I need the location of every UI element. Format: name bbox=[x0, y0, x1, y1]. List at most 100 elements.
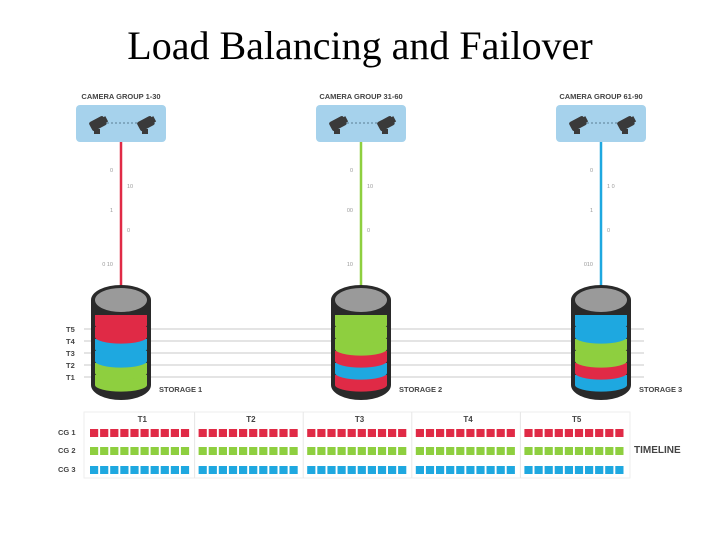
timeline-block bbox=[249, 429, 258, 437]
timeline-block bbox=[140, 429, 149, 437]
timeline-block bbox=[317, 466, 326, 474]
camera-body bbox=[89, 116, 107, 131]
camera-group-label: CAMERA GROUP 61-90 bbox=[559, 92, 642, 101]
storage-layer bbox=[95, 339, 147, 356]
time-slot-label: T1 bbox=[66, 373, 75, 382]
cctv-camera-icon bbox=[89, 116, 109, 134]
stream-label: 0 bbox=[350, 168, 353, 174]
timeline-block bbox=[425, 429, 435, 437]
timeline-block bbox=[496, 429, 505, 437]
timeline-block bbox=[130, 466, 139, 474]
camera-mount bbox=[622, 129, 628, 134]
timeline-block bbox=[534, 429, 543, 437]
timeline-block bbox=[327, 429, 336, 437]
timeline-block bbox=[327, 466, 336, 474]
timeline-block bbox=[554, 429, 563, 437]
timeline-block bbox=[377, 447, 387, 455]
storage-top-cap bbox=[575, 288, 627, 312]
timeline-block bbox=[476, 466, 485, 474]
timeline-block bbox=[415, 447, 424, 455]
camera-mount bbox=[142, 129, 148, 134]
timeline-block bbox=[279, 466, 288, 474]
timeline-block bbox=[160, 429, 169, 437]
timeline-block bbox=[347, 429, 356, 437]
timeline-block bbox=[466, 429, 475, 437]
time-slot-label: T2 bbox=[66, 361, 75, 370]
storage-layer bbox=[95, 327, 147, 344]
storage-layer bbox=[575, 351, 627, 368]
timeline-block bbox=[140, 466, 149, 474]
timeline-block bbox=[110, 447, 119, 455]
stream-label: 1 0 bbox=[607, 184, 615, 190]
timeline-block bbox=[574, 466, 584, 474]
timeline-period-label: T2 bbox=[246, 415, 256, 424]
timeline-block bbox=[249, 466, 258, 474]
timeline-block bbox=[180, 429, 190, 437]
cctv-camera-icon bbox=[377, 116, 397, 134]
timeline-row-label: CG 2 bbox=[58, 446, 76, 455]
storage-layer bbox=[95, 375, 147, 392]
timeline-block bbox=[239, 447, 248, 455]
timeline-block bbox=[585, 466, 594, 474]
timeline-block bbox=[466, 466, 475, 474]
timeline-block bbox=[456, 447, 465, 455]
timeline-block bbox=[544, 447, 553, 455]
timeline-block bbox=[564, 429, 573, 437]
camera-body bbox=[137, 116, 155, 131]
storage-layer bbox=[575, 327, 627, 344]
timeline-block bbox=[466, 447, 475, 455]
timeline-block bbox=[100, 429, 109, 437]
storage-1: STORAGE 1 bbox=[91, 285, 202, 400]
timeline-block bbox=[544, 466, 553, 474]
timeline-block bbox=[388, 466, 397, 474]
cctv-camera-icon bbox=[329, 116, 349, 134]
timeline-block bbox=[367, 447, 376, 455]
timeline-block bbox=[218, 429, 227, 437]
stream-label: 0 10 bbox=[102, 262, 113, 268]
timeline-block bbox=[279, 447, 288, 455]
timeline-block bbox=[367, 429, 376, 437]
timeline-block bbox=[218, 466, 227, 474]
stream-label: 0 bbox=[607, 228, 610, 234]
timeline-block bbox=[259, 447, 268, 455]
timeline-block bbox=[564, 447, 573, 455]
timeline-block bbox=[259, 429, 268, 437]
timeline-block bbox=[574, 429, 584, 437]
timeline-block bbox=[486, 429, 495, 437]
storage-2: STORAGE 2 bbox=[331, 285, 442, 400]
timeline-block bbox=[615, 429, 624, 437]
timeline-period-label: T5 bbox=[572, 415, 582, 424]
camera-lens bbox=[389, 116, 397, 124]
timeline-block bbox=[506, 447, 515, 455]
stream-label: 10 bbox=[347, 262, 353, 268]
timeline-block bbox=[208, 466, 217, 474]
timeline-block bbox=[110, 429, 119, 437]
cctv-camera-icon bbox=[569, 116, 589, 134]
storage-label: STORAGE 3 bbox=[639, 385, 682, 394]
stream-label: 10 bbox=[127, 184, 133, 190]
storage-layer bbox=[335, 339, 387, 356]
timeline-block bbox=[337, 429, 346, 437]
storage-layer bbox=[95, 351, 147, 368]
timeline-block bbox=[415, 429, 424, 437]
timeline-block bbox=[100, 447, 109, 455]
timeline-block bbox=[317, 447, 326, 455]
timeline-block bbox=[486, 466, 495, 474]
timeline-block bbox=[585, 447, 594, 455]
storage-layer bbox=[335, 315, 387, 332]
timeline-block bbox=[120, 447, 129, 455]
timeline-block bbox=[377, 466, 387, 474]
timeline-block bbox=[130, 429, 139, 437]
timeline-block bbox=[327, 447, 336, 455]
timeline-block bbox=[239, 466, 248, 474]
timeline-block bbox=[150, 466, 159, 474]
timeline-block bbox=[279, 429, 288, 437]
timeline-block bbox=[307, 466, 316, 474]
timeline-caption: TIMELINE bbox=[634, 445, 681, 456]
timeline-block bbox=[228, 447, 238, 455]
timeline-block bbox=[100, 466, 109, 474]
timeline-block bbox=[506, 429, 515, 437]
timeline-block bbox=[605, 447, 614, 455]
